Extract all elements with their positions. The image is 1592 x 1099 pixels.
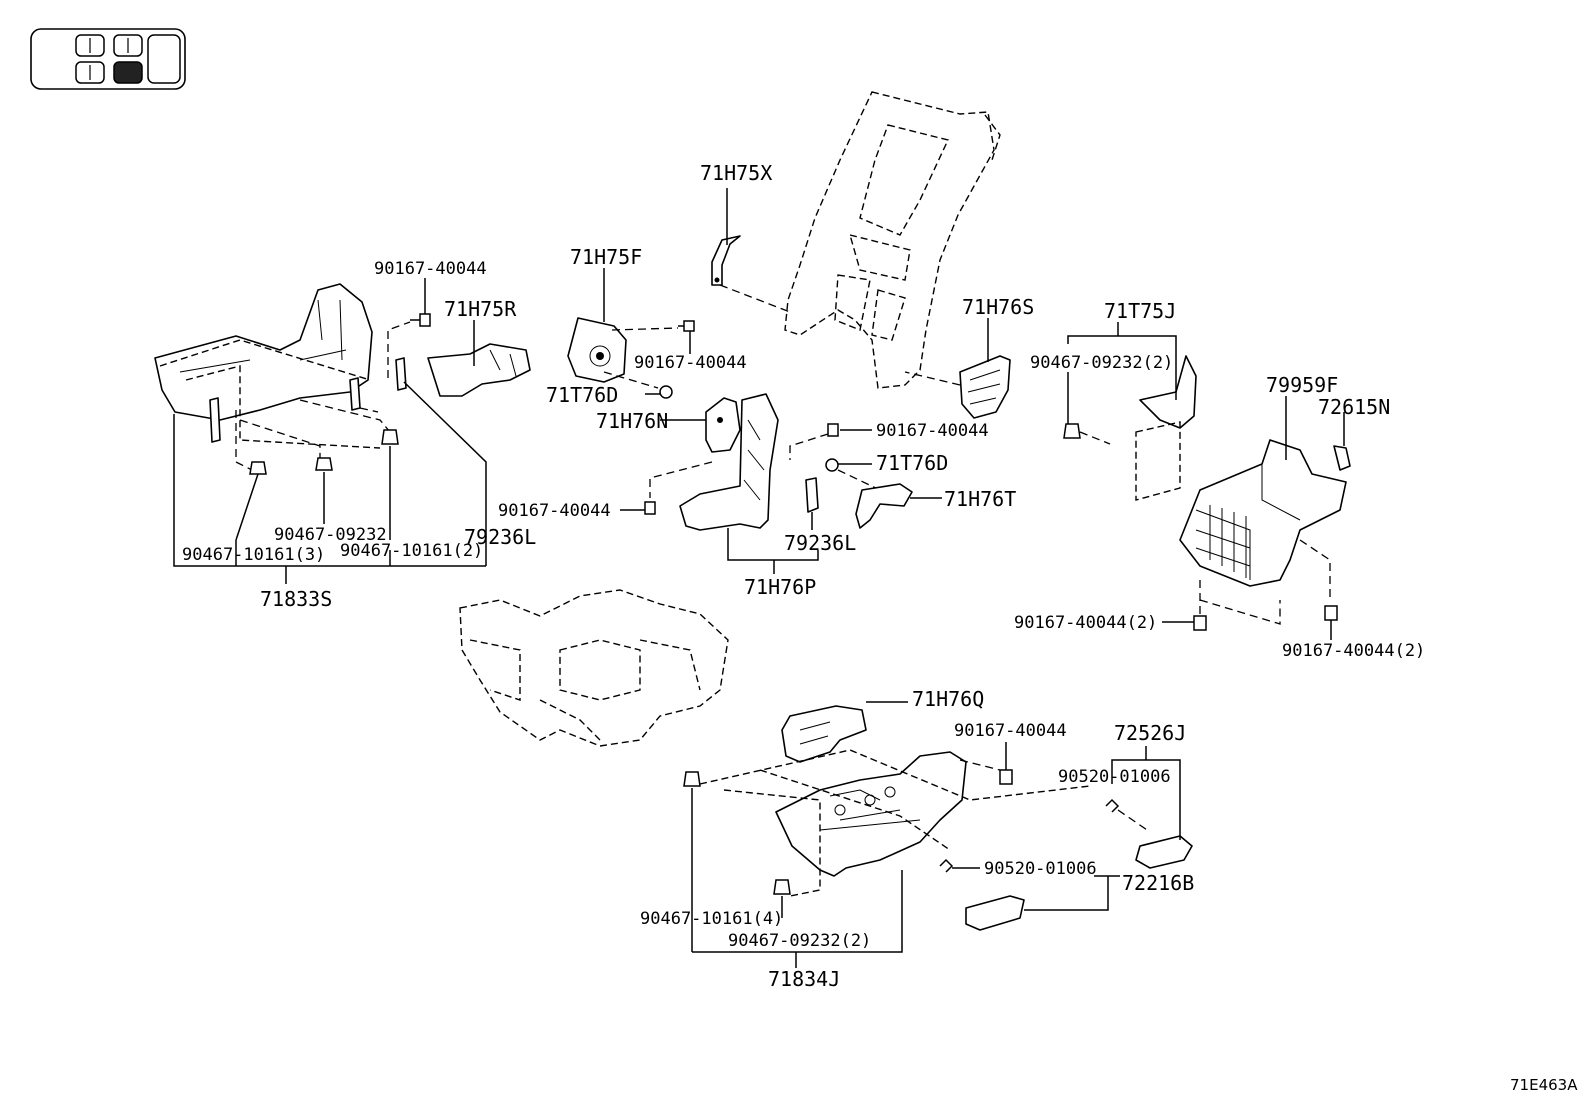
part-71H76S[interactable] — [959, 355, 1011, 419]
label-71H75F: 71H75F — [570, 245, 642, 269]
label-90167-40044-a: 90167-40044 — [374, 259, 487, 279]
seat-position-legend — [30, 28, 186, 90]
clip-90467-10161-a[interactable] — [249, 461, 267, 475]
label-90167-40044-d: 90167-40044 — [498, 501, 611, 521]
clip-90467-09232-b[interactable] — [773, 879, 791, 895]
label-90167-40044-e: 90167-40044 — [954, 721, 1067, 741]
part-71H75F[interactable] — [567, 317, 627, 383]
legend-seat-rear-right-selected — [113, 61, 143, 84]
clip-90520-01006-a[interactable] — [1105, 798, 1120, 813]
clip-71T76D-b[interactable] — [825, 458, 839, 472]
label-71H76Q: 71H76Q — [912, 687, 984, 711]
label-79959F: 79959F — [1266, 373, 1338, 397]
label-90467-10161-4: 90467-10161(4) — [640, 909, 783, 929]
label-90467-10161-3: 90467-10161(3) — [182, 545, 325, 565]
cap-72526J[interactable] — [1135, 835, 1193, 869]
clip-90467-10161-c[interactable] — [683, 771, 701, 787]
label-90520-01006-b: 90520-01006 — [984, 859, 1097, 879]
label-90467-09232-2-a: 90467-09232(2) — [1030, 353, 1173, 373]
part-71H76T[interactable] — [855, 483, 913, 529]
part-71H76P[interactable] — [679, 393, 779, 531]
label-90520-01006-a: 90520-01006 — [1058, 767, 1171, 787]
label-79236L-b: 79236L — [784, 531, 856, 555]
label-71H76P: 71H76P — [744, 575, 816, 599]
part-79959F[interactable] — [1179, 439, 1347, 587]
label-71H75R: 71H75R — [444, 297, 517, 321]
label-90167-40044-2-b: 90167-40044(2) — [1282, 641, 1425, 661]
label-90467-10161-2: 90467-10161(2) — [340, 541, 483, 561]
label-90167-40044-b: 90167-40044 — [634, 353, 747, 373]
screw-90167-40044-e[interactable] — [999, 769, 1013, 785]
screw-90167-40044-c[interactable] — [827, 423, 839, 437]
legend-seat-third-row — [147, 34, 181, 84]
screw-90167-40044-b[interactable] — [678, 320, 695, 332]
label-71833S: 71833S — [260, 587, 332, 611]
clip-72615N[interactable] — [1333, 445, 1351, 471]
screw-90167-40044-a[interactable] — [410, 313, 431, 327]
screw-90167-40044-2-a[interactable] — [1193, 615, 1207, 631]
screw-90167-40044-2-b[interactable] — [1324, 605, 1338, 621]
part-79236L-b[interactable] — [805, 477, 819, 513]
label-90167-40044-c: 90167-40044 — [876, 421, 989, 441]
label-71834J: 71834J — [768, 967, 840, 991]
clip-90520-01006-b[interactable] — [939, 858, 954, 873]
label-71T76D-b: 71T76D — [876, 451, 948, 475]
cap-72216B[interactable] — [965, 895, 1025, 931]
label-71H76N: 71H76N — [596, 409, 668, 433]
label-90467-09232: 90467-09232 — [274, 525, 387, 545]
part-71H76N[interactable] — [705, 397, 741, 453]
seatback-frame-phantom — [784, 91, 1001, 389]
label-72615N: 72615N — [1318, 395, 1390, 419]
label-71H76S: 71H76S — [962, 295, 1034, 319]
label-71T75J: 71T75J — [1104, 299, 1176, 323]
clip-90467-09232-2-a[interactable] — [1063, 423, 1081, 439]
part-71H75X[interactable] — [711, 235, 741, 286]
label-71H76T: 71H76T — [944, 487, 1016, 511]
clip-71T76D-a[interactable] — [659, 385, 673, 399]
label-71H75X: 71H75X — [700, 161, 772, 185]
part-71T75J[interactable] — [1139, 355, 1197, 429]
label-90467-09232-2-b: 90467-09232(2) — [728, 931, 871, 951]
label-72216B: 72216B — [1122, 871, 1194, 895]
diagram-code: 71E463A — [1510, 1076, 1578, 1094]
seat-cushion-frame-phantom — [459, 589, 729, 747]
label-71T76D-a: 71T76D — [546, 383, 618, 407]
label-79236L-a: 79236L — [464, 525, 536, 549]
part-79236L-a[interactable] — [395, 357, 407, 391]
clip-90467-09232-a[interactable] — [315, 457, 333, 471]
part-71H75R[interactable] — [427, 343, 531, 397]
part-71H76Q[interactable] — [781, 705, 867, 763]
label-90167-40044-2-a: 90167-40044(2) — [1014, 613, 1157, 633]
part-71834J-panel[interactable] — [775, 751, 967, 877]
screw-90167-40044-d[interactable] — [644, 501, 656, 515]
clip-90467-10161-b[interactable] — [381, 429, 399, 445]
part-71833S-cover[interactable] — [154, 283, 373, 443]
label-72526J: 72526J — [1114, 721, 1186, 745]
